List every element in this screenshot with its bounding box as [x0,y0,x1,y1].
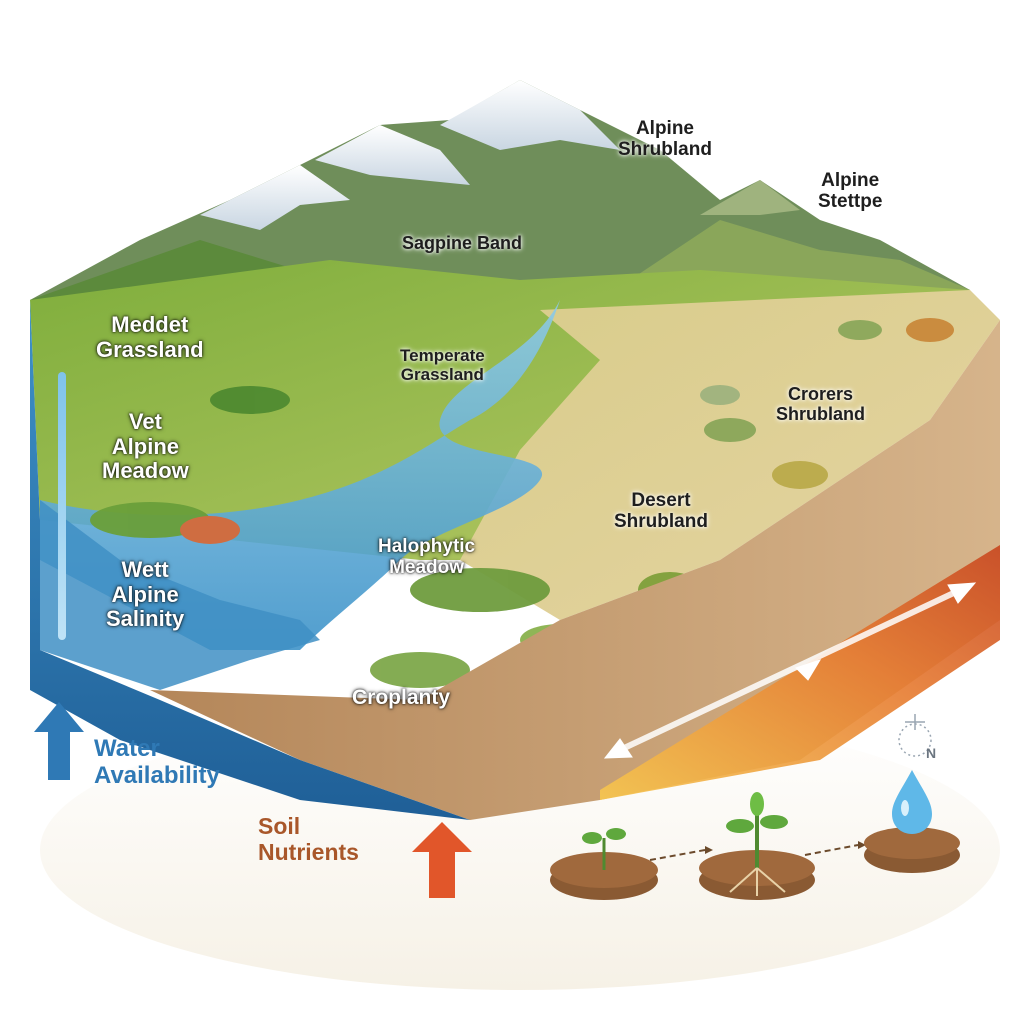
water-drop-icon [864,770,960,873]
seedling-icon [550,828,658,900]
water-availability-arrow [34,702,84,780]
label-croplanty: Croplanty [352,686,451,709]
river-illustration [40,300,560,650]
gradient-arrows [603,582,977,759]
label-sagpine-band: Sagpine Band [402,233,523,253]
soil-nutrients-arrow [412,822,472,898]
plant-roots-icon [699,792,815,900]
label-nitrogen: N [926,745,937,761]
nitrogen-icon [898,714,932,757]
